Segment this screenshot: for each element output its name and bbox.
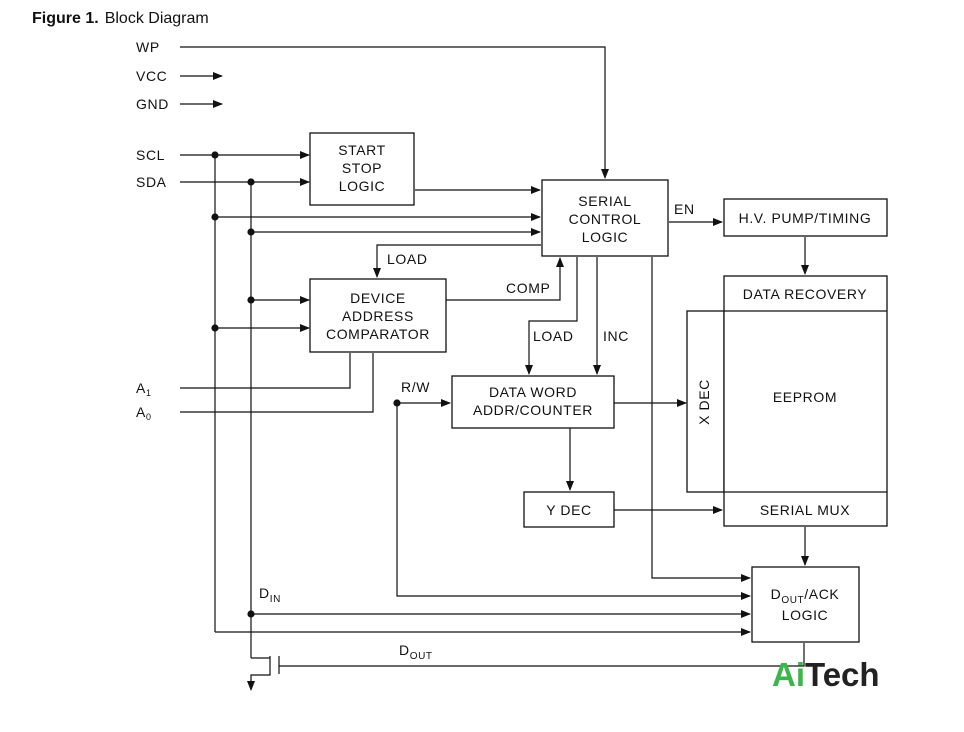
signal-dout: DOUT bbox=[399, 642, 433, 662]
svg-text:COMPARATOR: COMPARATOR bbox=[326, 326, 430, 342]
signal-en: EN bbox=[674, 201, 695, 217]
signal-din: DIN bbox=[259, 585, 281, 605]
signal-load-dataword: LOAD bbox=[533, 328, 574, 344]
svg-text:SERIAL: SERIAL bbox=[578, 193, 631, 209]
wires bbox=[180, 46, 809, 691]
figure-caption: Figure 1.Block Diagram bbox=[32, 10, 209, 27]
pin-scl: SCL bbox=[136, 147, 165, 163]
serial-control-logic-block: SERIAL CONTROL LOGIC bbox=[541, 179, 669, 257]
serial-mux-label: SERIAL MUX bbox=[760, 502, 850, 518]
svg-text:CONTROL: CONTROL bbox=[569, 211, 642, 227]
svg-text:ADDRESS: ADDRESS bbox=[342, 308, 414, 324]
signal-inc: INC bbox=[603, 328, 629, 344]
junction-dots bbox=[211, 151, 401, 618]
pin-wp: WP bbox=[136, 39, 160, 55]
dout-ack-logic-block: DOUT/ACK LOGIC bbox=[751, 566, 860, 643]
eeprom-label: EEPROM bbox=[773, 389, 837, 405]
pin-labels: WP VCC GND SCL SDA A1 A0 bbox=[136, 39, 169, 422]
data-word-addr-counter-block: DATA WORD ADDR/COUNTER bbox=[451, 375, 615, 429]
hv-pump-timing-block: H.V. PUMP/TIMING bbox=[723, 198, 888, 237]
pin-a0: A0 bbox=[136, 404, 152, 422]
svg-text:Y DEC: Y DEC bbox=[546, 502, 592, 518]
svg-text:H.V. PUMP/TIMING: H.V. PUMP/TIMING bbox=[739, 210, 872, 226]
svg-text:X DEC: X DEC bbox=[696, 379, 712, 425]
signal-load-device: LOAD bbox=[387, 251, 428, 267]
signal-rw: R/W bbox=[401, 379, 430, 395]
signal-labels: EN LOAD COMP LOAD INC R/W DIN DOUT bbox=[259, 201, 695, 662]
svg-text:LOGIC: LOGIC bbox=[782, 607, 829, 623]
pin-sda: SDA bbox=[136, 174, 167, 190]
svg-text:DOUT/ACK: DOUT/ACK bbox=[771, 586, 840, 606]
pin-vcc: VCC bbox=[136, 68, 167, 84]
eeprom-array-block: DATA RECOVERY EEPROM SERIAL MUX bbox=[723, 275, 888, 527]
signal-comp: COMP bbox=[506, 280, 550, 296]
svg-text:ADDR/COUNTER: ADDR/COUNTER bbox=[473, 402, 593, 418]
svg-text:LOGIC: LOGIC bbox=[582, 229, 629, 245]
start-stop-logic-block: START STOP LOGIC bbox=[309, 132, 415, 206]
svg-text:DEVICE: DEVICE bbox=[350, 290, 406, 306]
device-address-comparator-block: DEVICE ADDRESS COMPARATOR bbox=[309, 278, 447, 353]
aitech-watermark-logo: AiTech bbox=[772, 656, 880, 693]
pin-a1: A1 bbox=[136, 380, 152, 398]
x-dec-block: X DEC bbox=[686, 310, 725, 493]
svg-text:LOGIC: LOGIC bbox=[339, 178, 386, 194]
svg-text:START: START bbox=[338, 142, 386, 158]
pin-gnd: GND bbox=[136, 96, 169, 112]
data-recovery-label: DATA RECOVERY bbox=[743, 286, 868, 302]
y-dec-block: Y DEC bbox=[523, 491, 615, 528]
svg-text:STOP: STOP bbox=[342, 160, 382, 176]
svg-text:DATA WORD: DATA WORD bbox=[489, 384, 577, 400]
